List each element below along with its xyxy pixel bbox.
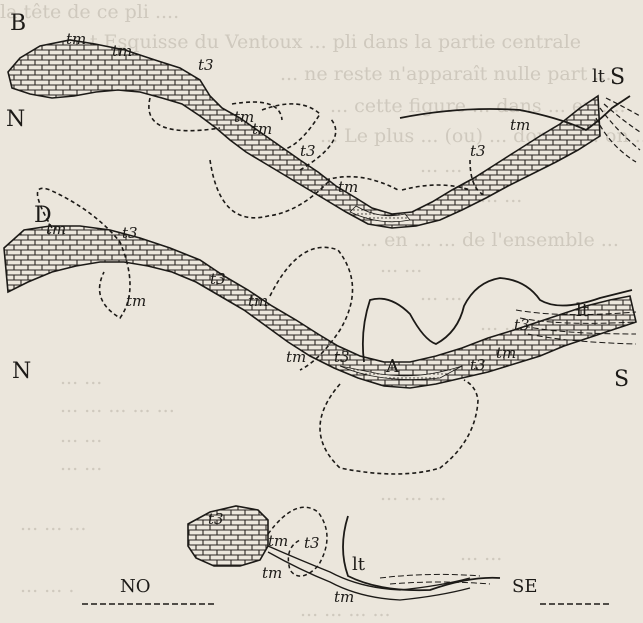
bg-line-2: t Esquisse du Ventoux ... pli dans la pa… xyxy=(90,31,581,53)
section-bottom-right-orientation: SE xyxy=(512,576,537,597)
section-d-label-6: tm xyxy=(286,348,306,366)
bg-line-16: ... ... ... xyxy=(380,483,446,505)
section-bottom-label-4: tm xyxy=(262,564,282,582)
section-d-label-5: tm xyxy=(248,292,268,310)
section-bottom-limestone-band xyxy=(188,506,268,566)
section-d-label-8: t3 xyxy=(470,356,486,374)
section-b-label-6: t3 xyxy=(300,142,316,160)
section-d-label-1: tm xyxy=(46,220,66,238)
section-b-label-2: tm xyxy=(112,42,132,60)
bg-line-18: ... ... xyxy=(460,543,502,565)
section-d-label-4: t3 xyxy=(210,270,226,288)
section-bottom-thin-layers xyxy=(268,546,470,600)
section-d-right-orientation: S xyxy=(614,367,629,392)
bg-line-19: ... ... . xyxy=(20,575,74,597)
section-d-left-orientation: N xyxy=(12,359,31,384)
section-d-label-10: t3 xyxy=(514,316,530,334)
bg-line-14: ... ... xyxy=(60,425,102,447)
bg-line-1: la tête de ce pli .... xyxy=(0,1,179,23)
section-bottom-label-3: t3 xyxy=(304,534,320,552)
section-d-label-9: tm xyxy=(496,344,516,362)
bg-line-17: ... ... ... xyxy=(20,513,86,535)
section-d-label-2: t3 xyxy=(122,224,138,242)
section-d-label-11: lt xyxy=(576,300,590,321)
section-d-syncline-dashed xyxy=(320,380,478,474)
bg-line-13: ... ... ... ... ... xyxy=(60,395,175,417)
section-b-label-7: tm xyxy=(338,178,358,196)
section-b-label-9: tm xyxy=(510,116,530,134)
section-d-point-A: A xyxy=(385,356,400,377)
bg-line-9: ... ... xyxy=(380,255,422,277)
section-bottom-left-orientation: NO xyxy=(120,576,151,597)
bg-line-8: ... en ... ... de l'ensemble ... xyxy=(360,229,619,251)
section-b-left-orientation: N xyxy=(6,107,25,132)
section-b-label-8: t3 xyxy=(470,142,486,160)
bg-line-3: ... ne reste n'apparaît nulle part ... xyxy=(280,63,612,85)
section-bottom-label-2: tm xyxy=(268,532,288,550)
section-b-label-1: tm xyxy=(66,30,86,48)
section-d-label-7: t3 xyxy=(334,348,350,366)
bg-line-6: ... ... xyxy=(420,155,462,177)
section-bottom-label-1: t3 xyxy=(208,510,224,528)
section-b-label-10: lt xyxy=(592,66,606,87)
section-b-label-5: tm xyxy=(252,120,272,138)
section-b-label-3: t3 xyxy=(198,56,214,74)
bg-line-15: ... ... xyxy=(60,453,102,475)
section-bottom-label-5: lt xyxy=(352,554,366,575)
section-b-corner-label: B xyxy=(10,11,26,36)
bg-line-10: ... ... xyxy=(420,283,462,305)
section-bottom-label-6: tm xyxy=(334,588,354,606)
section-d-label-3: tm xyxy=(126,292,146,310)
section-b-right-orientation: S xyxy=(610,65,625,90)
bg-line-12: ... ... xyxy=(60,367,102,389)
section-bottom: NO SE t3 tm t3 tm lt tm xyxy=(82,506,612,606)
